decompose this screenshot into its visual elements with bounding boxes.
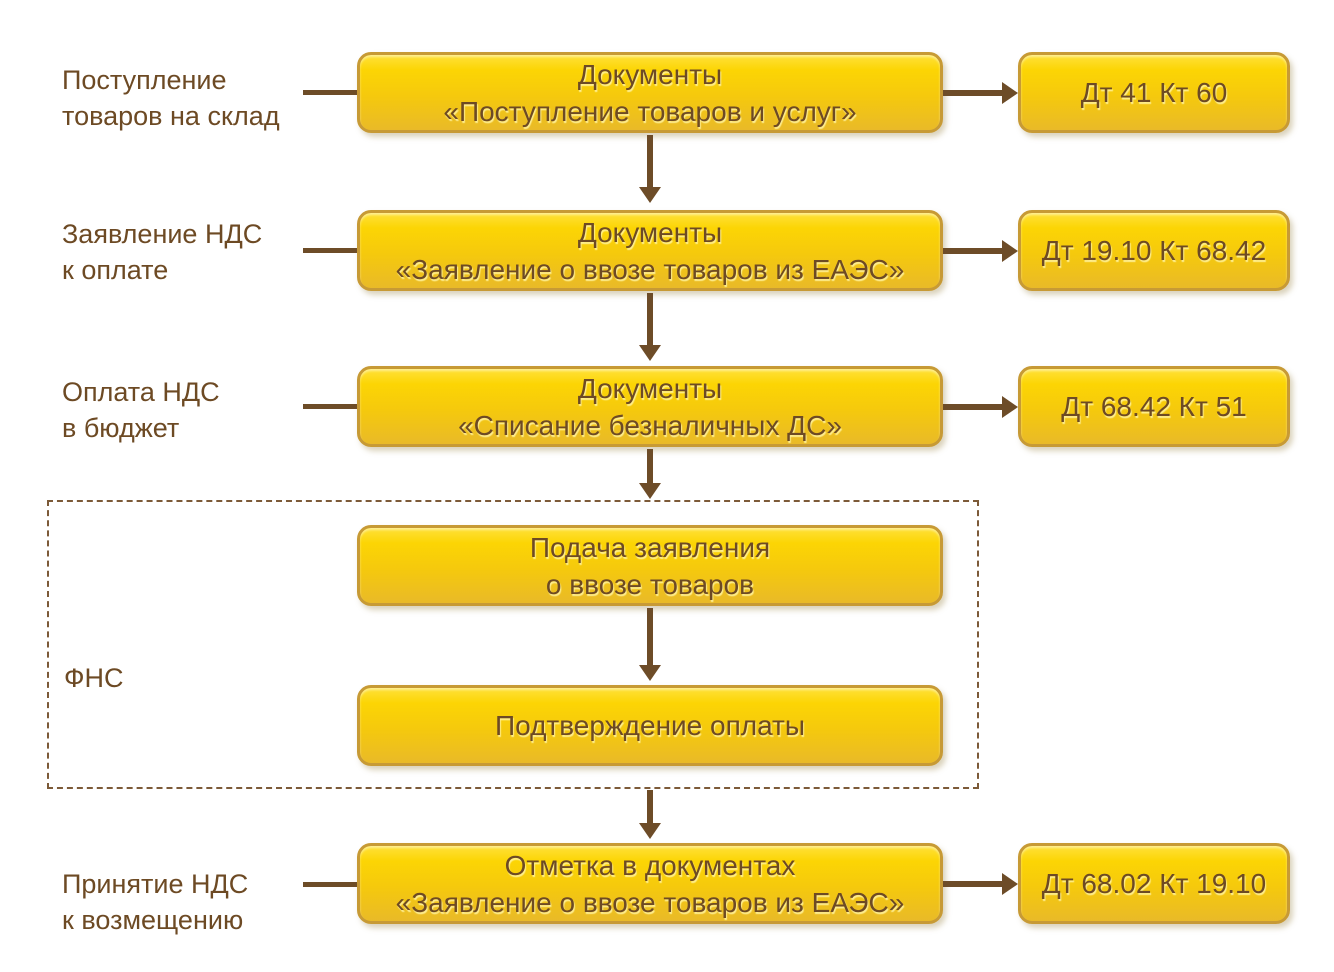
step-label-vat-claim: Заявление НДС к оплате [62,219,263,285]
step-label-goods-receipt: Поступление товаров на склад [62,65,280,131]
connector-line-1 [303,90,357,95]
node-documents-import-application: Документы «Заявление о ввозе товаров из … [357,210,943,291]
arrow-down-icon-5 [639,790,661,839]
arrow-head [639,665,661,681]
step-label-vat-payment: Оплата НДС в бюджет [62,377,220,443]
arrow-down-icon-3 [639,449,661,499]
connector-line-2 [303,248,357,253]
arrow-head [1002,396,1018,418]
node-documents-goods-receipt: Документы «Поступление товаров и услуг» [357,52,943,133]
arrow-stem [647,293,653,346]
arrow-head [1002,82,1018,104]
arrow-down-icon-2 [639,293,661,361]
node-mark-in-import-application: Отметка в документах «Заявление о ввозе … [357,843,943,924]
node-posting-dt1910-kt6842: Дт 19.10 Кт 68.42 [1018,210,1290,291]
arrow-stem [943,404,1005,410]
arrow-stem [647,135,653,188]
node-posting-dt6842-kt51: Дт 68.42 Кт 51 [1018,366,1290,447]
node-documents-cashless-writeoff: Документы «Списание безналичных ДС» [357,366,943,447]
fns-group-label: ФНС [64,663,124,693]
node-submit-import-application: Подача заявления о ввозе товаров [357,525,943,606]
arrow-right-icon-3 [943,396,1018,418]
node-posting-dt6802-kt1910: Дт 68.02 Кт 19.10 [1018,843,1290,924]
arrow-down-icon-4 [639,608,661,681]
node-payment-confirmation: Подтверждение оплаты [357,685,943,766]
arrow-right-icon-1 [943,82,1018,104]
step-label-vat-refund: Принятие НДС к возмещению [62,869,249,935]
arrow-head [639,823,661,839]
arrow-right-icon-2 [943,240,1018,262]
arrow-stem [943,881,1005,887]
arrow-head [639,483,661,499]
connector-line-3 [303,404,357,409]
arrow-head [639,187,661,203]
arrow-head [1002,873,1018,895]
node-posting-dt41-kt60: Дт 41 Кт 60 [1018,52,1290,133]
arrow-stem [943,248,1005,254]
arrow-stem [647,790,653,824]
arrow-stem [647,608,653,666]
fns-group-box [47,500,979,789]
arrow-head [639,345,661,361]
arrow-stem [647,449,653,484]
connector-line-4 [303,882,357,887]
arrow-head [1002,240,1018,262]
arrow-stem [943,90,1005,96]
arrow-down-icon-1 [639,135,661,203]
arrow-right-icon-4 [943,873,1018,895]
